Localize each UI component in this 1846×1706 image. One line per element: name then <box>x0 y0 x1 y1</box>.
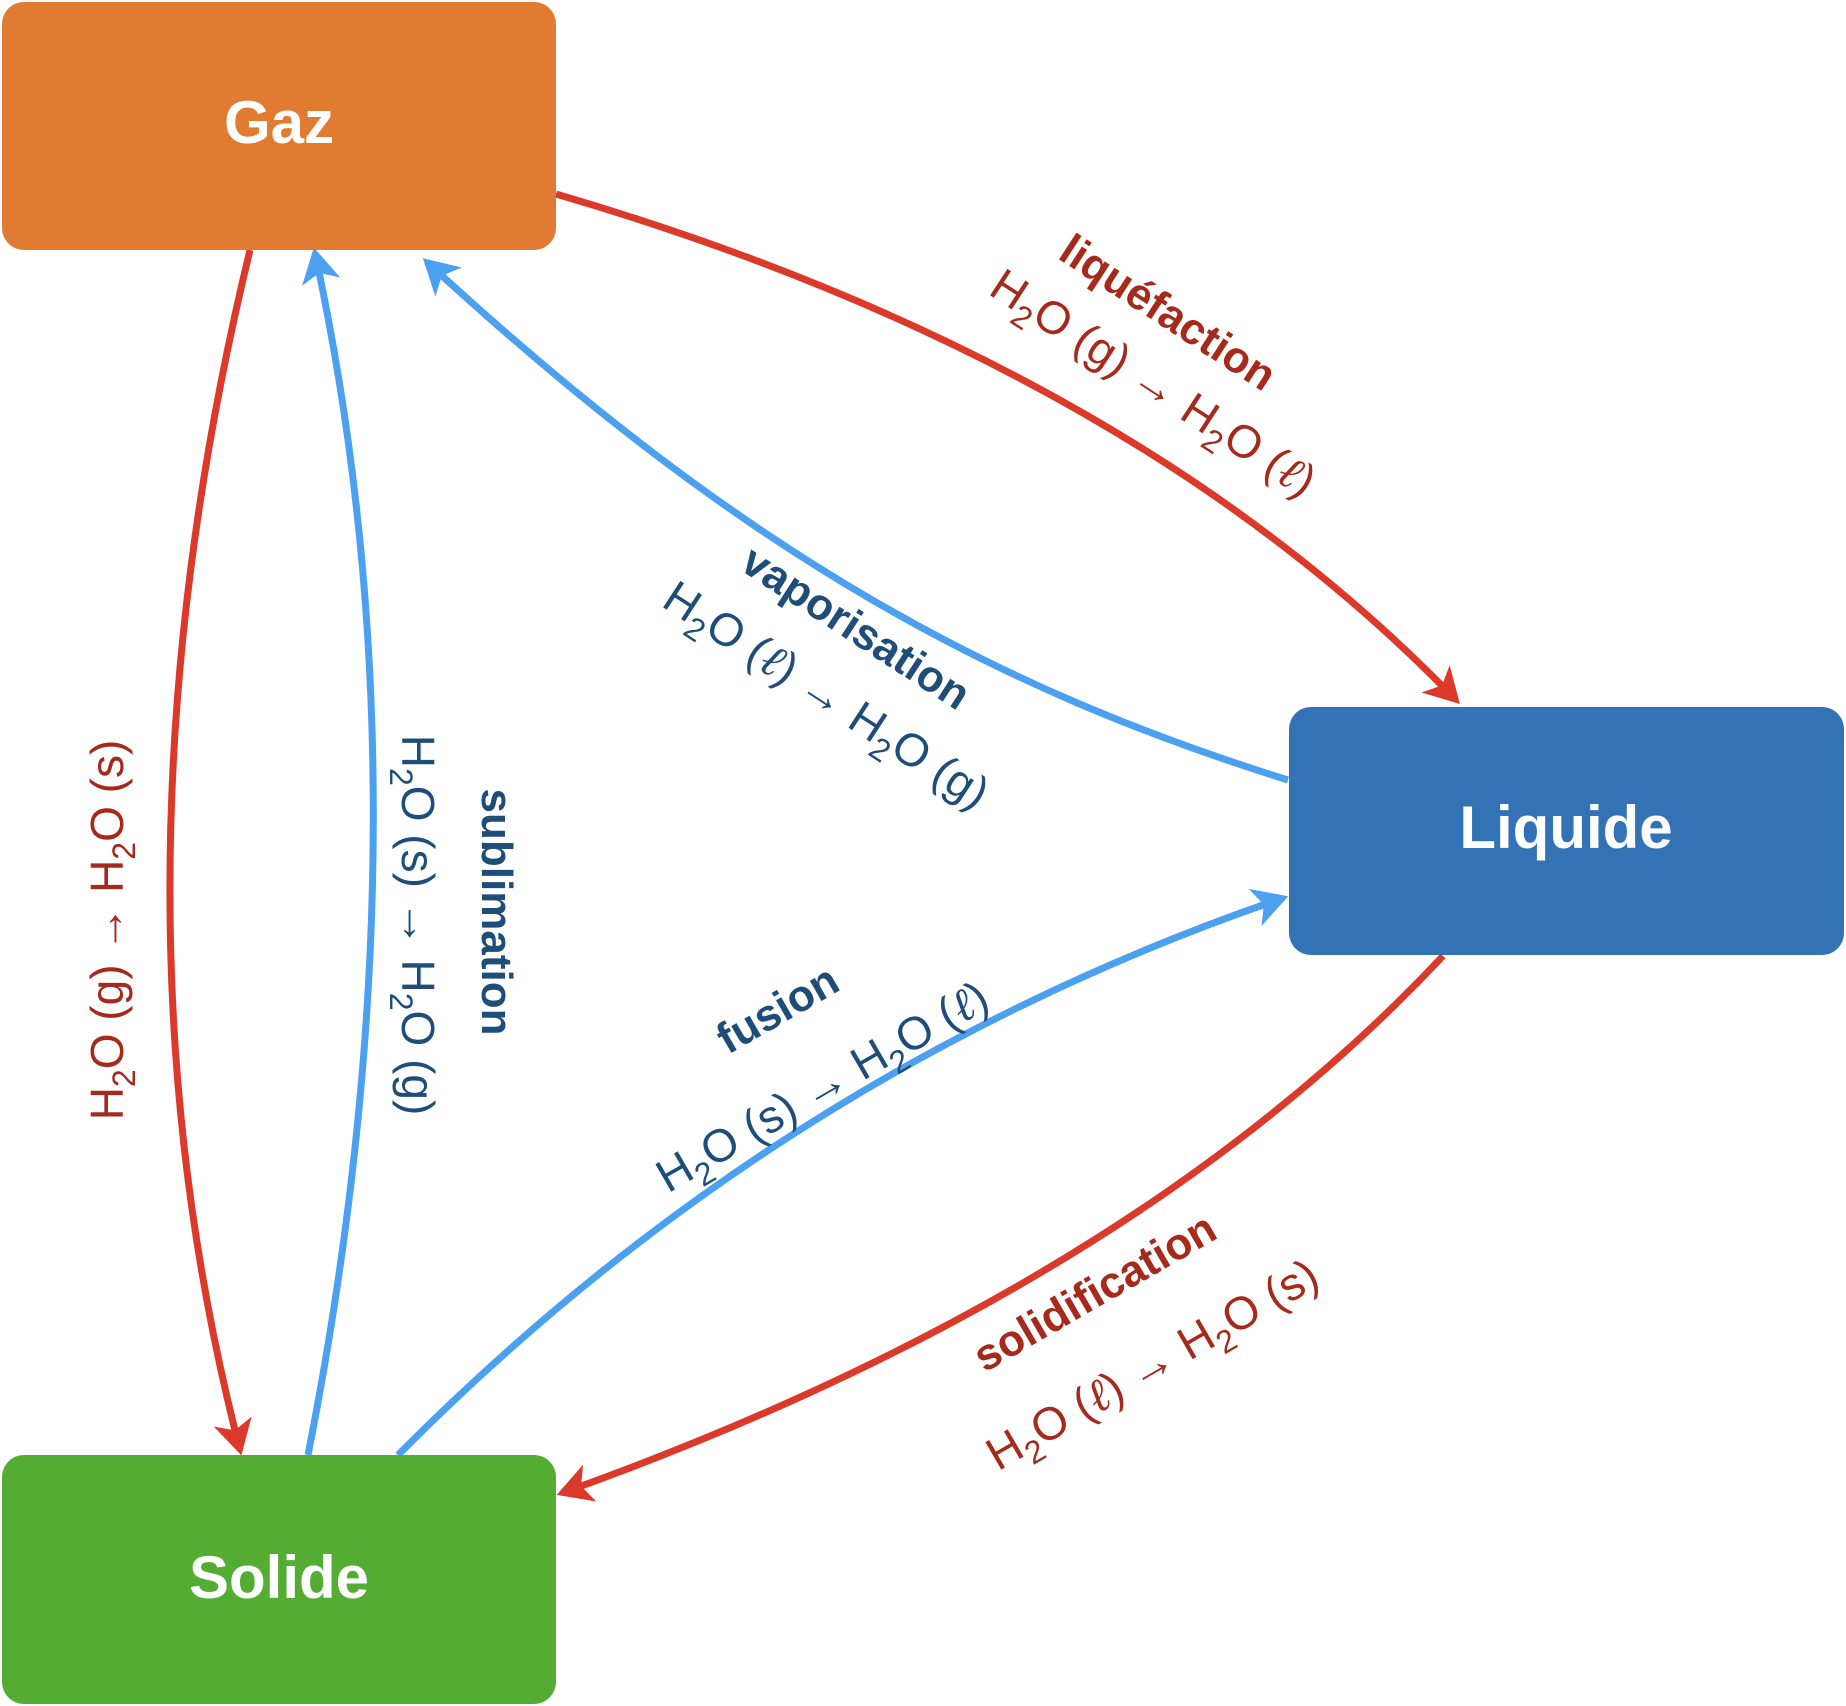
fusion-arrow <box>395 888 1289 1458</box>
vaporisation-arrow <box>422 258 1290 784</box>
solidification-arrow <box>556 953 1446 1502</box>
sublimation-label-group: sublimation <box>472 789 521 1036</box>
sublimation-formula: H2O (s) → H2O (g) <box>383 735 444 1116</box>
sublimation-name: sublimation <box>472 789 521 1036</box>
condensation-arrow <box>166 249 254 1456</box>
liquid-state-box: Liquide <box>1289 707 1844 955</box>
solid-state-box: Solide <box>2 1455 556 1704</box>
liquid-label: Liquide <box>1459 794 1672 861</box>
sublimation-arrow <box>302 247 377 1456</box>
gas-state-box: Gaz <box>2 2 556 250</box>
fusion-name: fusion <box>708 955 847 1063</box>
sublimation-formula-group: H2O (s) → H2O (g) <box>383 735 444 1116</box>
condensation-formula: H2O (g) → H2O (s) <box>81 740 142 1121</box>
liquefaction-arrow <box>555 190 1460 705</box>
gas-label: Gaz <box>224 89 334 156</box>
condensation-formula-group: H2O (g) → H2O (s) <box>81 740 142 1121</box>
solid-label: Solide <box>189 1544 369 1611</box>
fusion-label-group: fusion <box>708 955 847 1063</box>
